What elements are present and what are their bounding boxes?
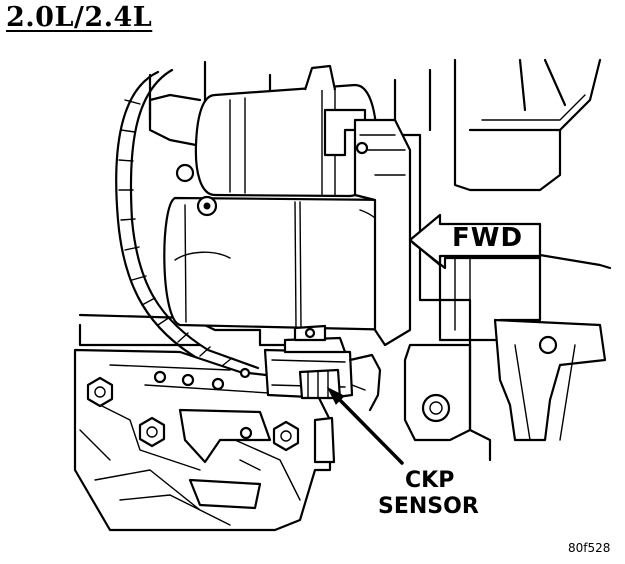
wiring-harness — [115, 68, 260, 380]
sensor-label: SENSOR — [378, 494, 479, 519]
fwd-arrow — [408, 213, 542, 270]
starter-motor — [148, 64, 412, 347]
engine-title: 2.0L/2.4L — [6, 2, 153, 33]
ckp-label: CKP — [405, 468, 455, 493]
ckp-leader-arrow — [326, 386, 404, 465]
figure-reference: 80f528 — [568, 541, 611, 555]
fwd-label: FWD — [452, 223, 524, 253]
engine-mount-plate — [73, 348, 336, 532]
mount-bolts — [86, 367, 300, 452]
transmission-bracket — [403, 318, 607, 462]
